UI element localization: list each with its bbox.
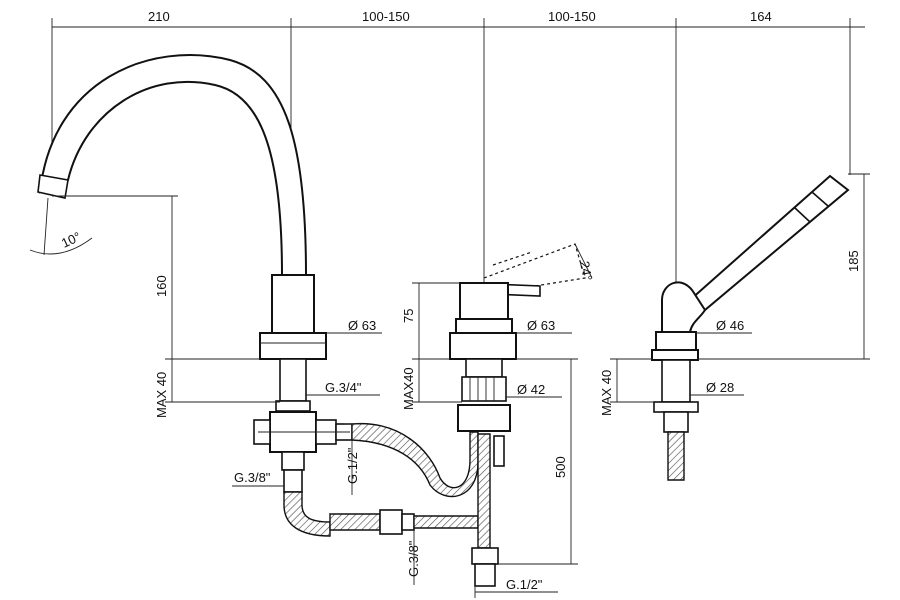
- dim-160: 160: [154, 275, 169, 297]
- dim-164: 164: [750, 9, 772, 24]
- dim-g12-bottom: G.1/2": [506, 577, 543, 592]
- dim-500: 500: [553, 456, 568, 478]
- dim-75: 75: [401, 309, 416, 323]
- valve-and-hoses: G.1/2" G.3/8" G.3/8" G.1/2": [232, 411, 558, 598]
- top-dimension-chain: 210 100-150 100-150 164: [51, 9, 865, 290]
- dim-g38-mid: G.3/8": [406, 540, 421, 577]
- dim-100-150-a: 100-150: [362, 9, 410, 24]
- dim-g34: G.3/4": [325, 380, 362, 395]
- dim-dia28: Ø 28: [706, 380, 734, 395]
- dim-210: 210: [148, 9, 170, 24]
- dim-10-degree: 10°: [59, 229, 83, 251]
- dim-100-150-b: 100-150: [548, 9, 596, 24]
- dim-dia63-left: Ø 63: [348, 318, 376, 333]
- dim-dia63-mid: Ø 63: [527, 318, 555, 333]
- dim-185: 185: [846, 250, 861, 272]
- hand-shower-assembly: 185 MAX 40 Ø 46 Ø 28: [599, 173, 870, 481]
- mixer-assembly: 24° 75 MAX40 Ø 63 Ø 42 500: [401, 243, 595, 565]
- dim-dia46: Ø 46: [716, 318, 744, 333]
- dim-max40-left: MAX 40: [154, 372, 169, 418]
- dim-dia42: Ø 42: [517, 382, 545, 397]
- dim-g12-side: G.1/2": [345, 447, 360, 484]
- dim-max40-right: MAX 40: [599, 370, 614, 416]
- dim-max40-mid: MAX40: [401, 367, 416, 410]
- dim-24-degree: 24°: [577, 260, 595, 282]
- spout-assembly: 10° 160 MAX 40 Ø 63 G.3/4": [29, 54, 382, 418]
- dim-g38-left: G.3/8": [234, 470, 271, 485]
